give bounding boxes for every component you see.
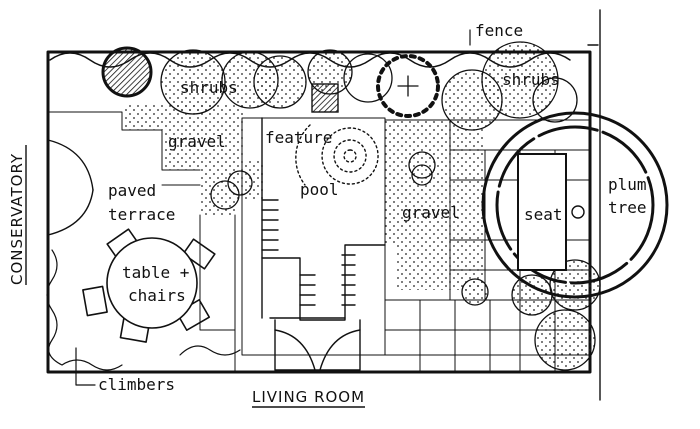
- seat: [517, 153, 567, 271]
- gravel-areas: [125, 105, 485, 290]
- label-living-room: LIVING ROOM: [252, 388, 365, 406]
- label-terrace: terrace: [108, 205, 175, 224]
- living-room-doors: [274, 319, 361, 371]
- plum-tree-canopy: [481, 111, 669, 299]
- terrace-paving: [47, 111, 236, 373]
- garden-boundary: [46, 9, 601, 401]
- pool: [241, 117, 386, 356]
- climber-vines: [46, 249, 241, 371]
- label-fence: fence: [475, 21, 523, 40]
- label-gravel-left: gravel: [168, 132, 226, 151]
- label-plum: plum: [608, 175, 647, 194]
- label-conservatory: CONSERVATORY: [8, 153, 26, 285]
- label-pool: pool: [300, 180, 339, 199]
- table-and-chairs: [82, 228, 216, 343]
- conservatory-door: [47, 139, 94, 236]
- label-shrubs-left: shrubs: [180, 78, 238, 97]
- label-chairs: chairs: [128, 286, 186, 305]
- label-feature: feature: [265, 128, 332, 147]
- label-leaders: [75, 29, 471, 386]
- label-shrubs-right: shrubs: [502, 70, 560, 89]
- shrub-circles: [101, 41, 601, 371]
- label-table: table +: [122, 263, 189, 282]
- label-climbers: climbers: [98, 375, 175, 394]
- label-seat: seat: [524, 205, 563, 224]
- label-gravel-right: gravel: [402, 203, 460, 222]
- label-tree: tree: [608, 198, 647, 217]
- label-paved: paved: [108, 181, 156, 200]
